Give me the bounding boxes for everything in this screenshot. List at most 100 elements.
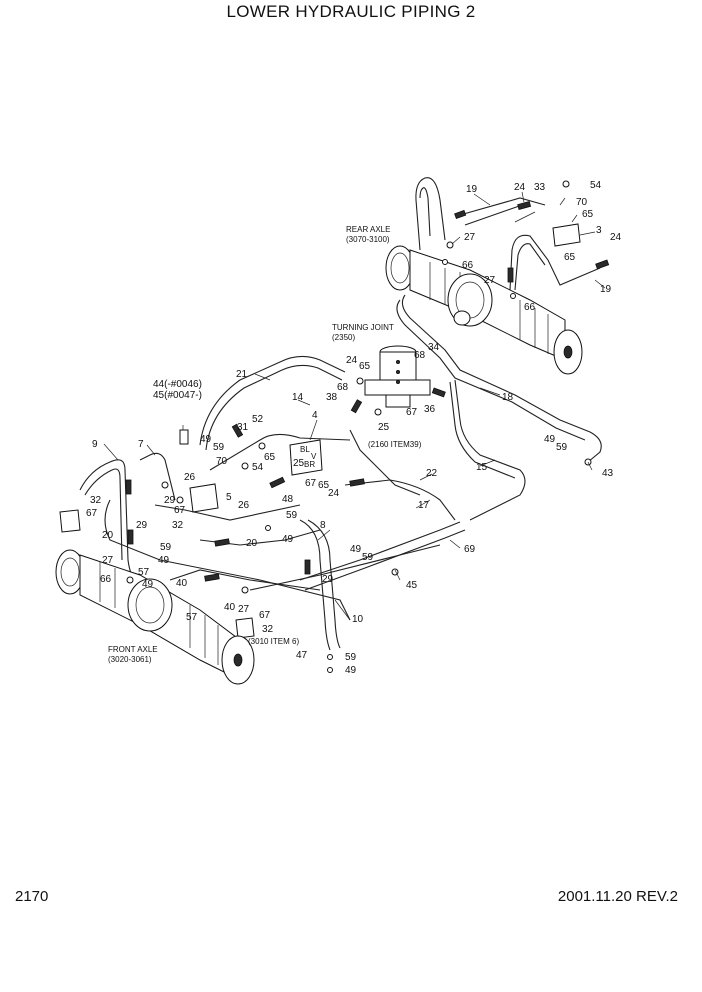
callout: 68 bbox=[337, 382, 349, 393]
note-item-3010: (3010 ITEM 6) bbox=[248, 637, 299, 646]
callout: 31 bbox=[237, 422, 249, 433]
callout: 25 bbox=[293, 458, 305, 469]
leader-lines bbox=[103, 191, 606, 621]
callout: 67 bbox=[259, 610, 271, 621]
callout: 9 bbox=[92, 439, 98, 450]
block-67-left bbox=[59, 509, 81, 533]
callout: 25 bbox=[378, 422, 390, 433]
callout: 29 bbox=[136, 520, 148, 531]
callout: 69 bbox=[464, 544, 476, 555]
hose-fittings bbox=[125, 180, 610, 673]
note-front-axle-ref: (3020-3061) bbox=[108, 655, 152, 664]
callout: 54 bbox=[252, 462, 264, 473]
callout: 49 bbox=[282, 534, 294, 545]
callout: 24 bbox=[328, 488, 340, 499]
callout: 5 bbox=[226, 492, 232, 503]
callout: 49 bbox=[345, 665, 357, 676]
block-5 bbox=[189, 483, 219, 513]
note-item-2160: (2160 ITEM39) bbox=[368, 440, 422, 449]
callout: 52 bbox=[252, 414, 264, 425]
callout: 20 bbox=[246, 538, 258, 549]
block-67-front bbox=[235, 617, 255, 639]
valve-port-bl: BL bbox=[300, 445, 310, 454]
callout: 57 bbox=[186, 612, 198, 623]
callout: 66 bbox=[462, 260, 474, 271]
callout: 54 bbox=[590, 180, 602, 191]
callout: 27 bbox=[484, 275, 496, 286]
callout: 43 bbox=[602, 468, 614, 479]
valve-port-br: BR bbox=[304, 460, 315, 469]
valve-block: BL V BR bbox=[289, 439, 323, 476]
callout: 26 bbox=[238, 500, 250, 511]
callout: 67 bbox=[406, 407, 418, 418]
callout: 66 bbox=[100, 574, 112, 585]
callout: 19 bbox=[466, 184, 478, 195]
callout: 67 bbox=[174, 505, 186, 516]
callout: 47 bbox=[296, 650, 308, 661]
turning-joint bbox=[364, 345, 431, 408]
callout: 66 bbox=[524, 302, 536, 313]
callout: 33 bbox=[534, 182, 546, 193]
callout: 59 bbox=[213, 442, 225, 453]
callout: 67 bbox=[86, 508, 98, 519]
note-serial-44: 44(-#0046) bbox=[153, 379, 202, 390]
callout-numbers: 19 24 33 54 70 65 3 27 66 24 65 19 27 66… bbox=[86, 180, 622, 676]
callout: 38 bbox=[326, 392, 338, 403]
callout: 34 bbox=[428, 342, 440, 353]
callout: 65 bbox=[359, 361, 371, 372]
callout: 40 bbox=[224, 602, 236, 613]
callout: 49 bbox=[200, 434, 212, 445]
manifold-blocks bbox=[59, 223, 581, 639]
callout: 45 bbox=[406, 580, 418, 591]
callout: 4 bbox=[312, 410, 318, 421]
callout: 27 bbox=[464, 232, 476, 243]
callout: 22 bbox=[426, 468, 438, 479]
callout: 49 bbox=[350, 544, 362, 555]
callout: 27 bbox=[102, 555, 114, 566]
callout: 8 bbox=[320, 520, 326, 531]
note-front-axle: FRONT AXLE bbox=[108, 645, 158, 654]
callout: 24 bbox=[610, 232, 622, 243]
callout: 7 bbox=[138, 439, 144, 450]
revision-label: 2001.11.20 REV.2 bbox=[557, 888, 678, 905]
page-number: 2170 bbox=[15, 888, 49, 905]
callout: 59 bbox=[362, 552, 374, 563]
callout: 14 bbox=[292, 392, 304, 403]
callout: 18 bbox=[502, 392, 514, 403]
note-turning-joint: TURNING JOINT bbox=[332, 323, 394, 332]
callout: 29 bbox=[164, 495, 176, 506]
callout: 17 bbox=[418, 500, 430, 511]
callout: 40 bbox=[176, 578, 188, 589]
bracket-44 bbox=[179, 429, 189, 445]
callout: 15 bbox=[476, 462, 488, 473]
callout: 3 bbox=[596, 225, 602, 236]
callout: 27 bbox=[238, 604, 250, 615]
callout: 67 bbox=[305, 478, 317, 489]
callout: 32 bbox=[90, 495, 102, 506]
callout: 65 bbox=[264, 452, 276, 463]
callout: 49 bbox=[158, 555, 170, 566]
callout: 29 bbox=[322, 574, 334, 585]
callout: 57 bbox=[138, 567, 150, 578]
block-3 bbox=[552, 223, 581, 247]
callout: 59 bbox=[345, 652, 357, 663]
pipe-routes bbox=[79, 177, 602, 651]
callout: 70 bbox=[576, 197, 588, 208]
callout: 26 bbox=[184, 472, 196, 483]
callout: 10 bbox=[352, 614, 364, 625]
callout: 24 bbox=[346, 355, 358, 366]
callout: 20 bbox=[102, 530, 114, 541]
callout: 65 bbox=[582, 209, 594, 220]
note-rear-axle-ref: (3070-3100) bbox=[346, 235, 390, 244]
callout: 68 bbox=[414, 350, 426, 361]
callout: 21 bbox=[236, 369, 248, 380]
note-rear-axle: REAR AXLE bbox=[346, 225, 390, 234]
note-turning-joint-ref: (2350) bbox=[332, 333, 355, 342]
callout: 32 bbox=[172, 520, 184, 531]
callout: 24 bbox=[514, 182, 526, 193]
callout: 19 bbox=[600, 284, 612, 295]
callout: 49 bbox=[544, 434, 556, 445]
callout: 59 bbox=[286, 510, 298, 521]
callout: 70 bbox=[216, 456, 228, 467]
